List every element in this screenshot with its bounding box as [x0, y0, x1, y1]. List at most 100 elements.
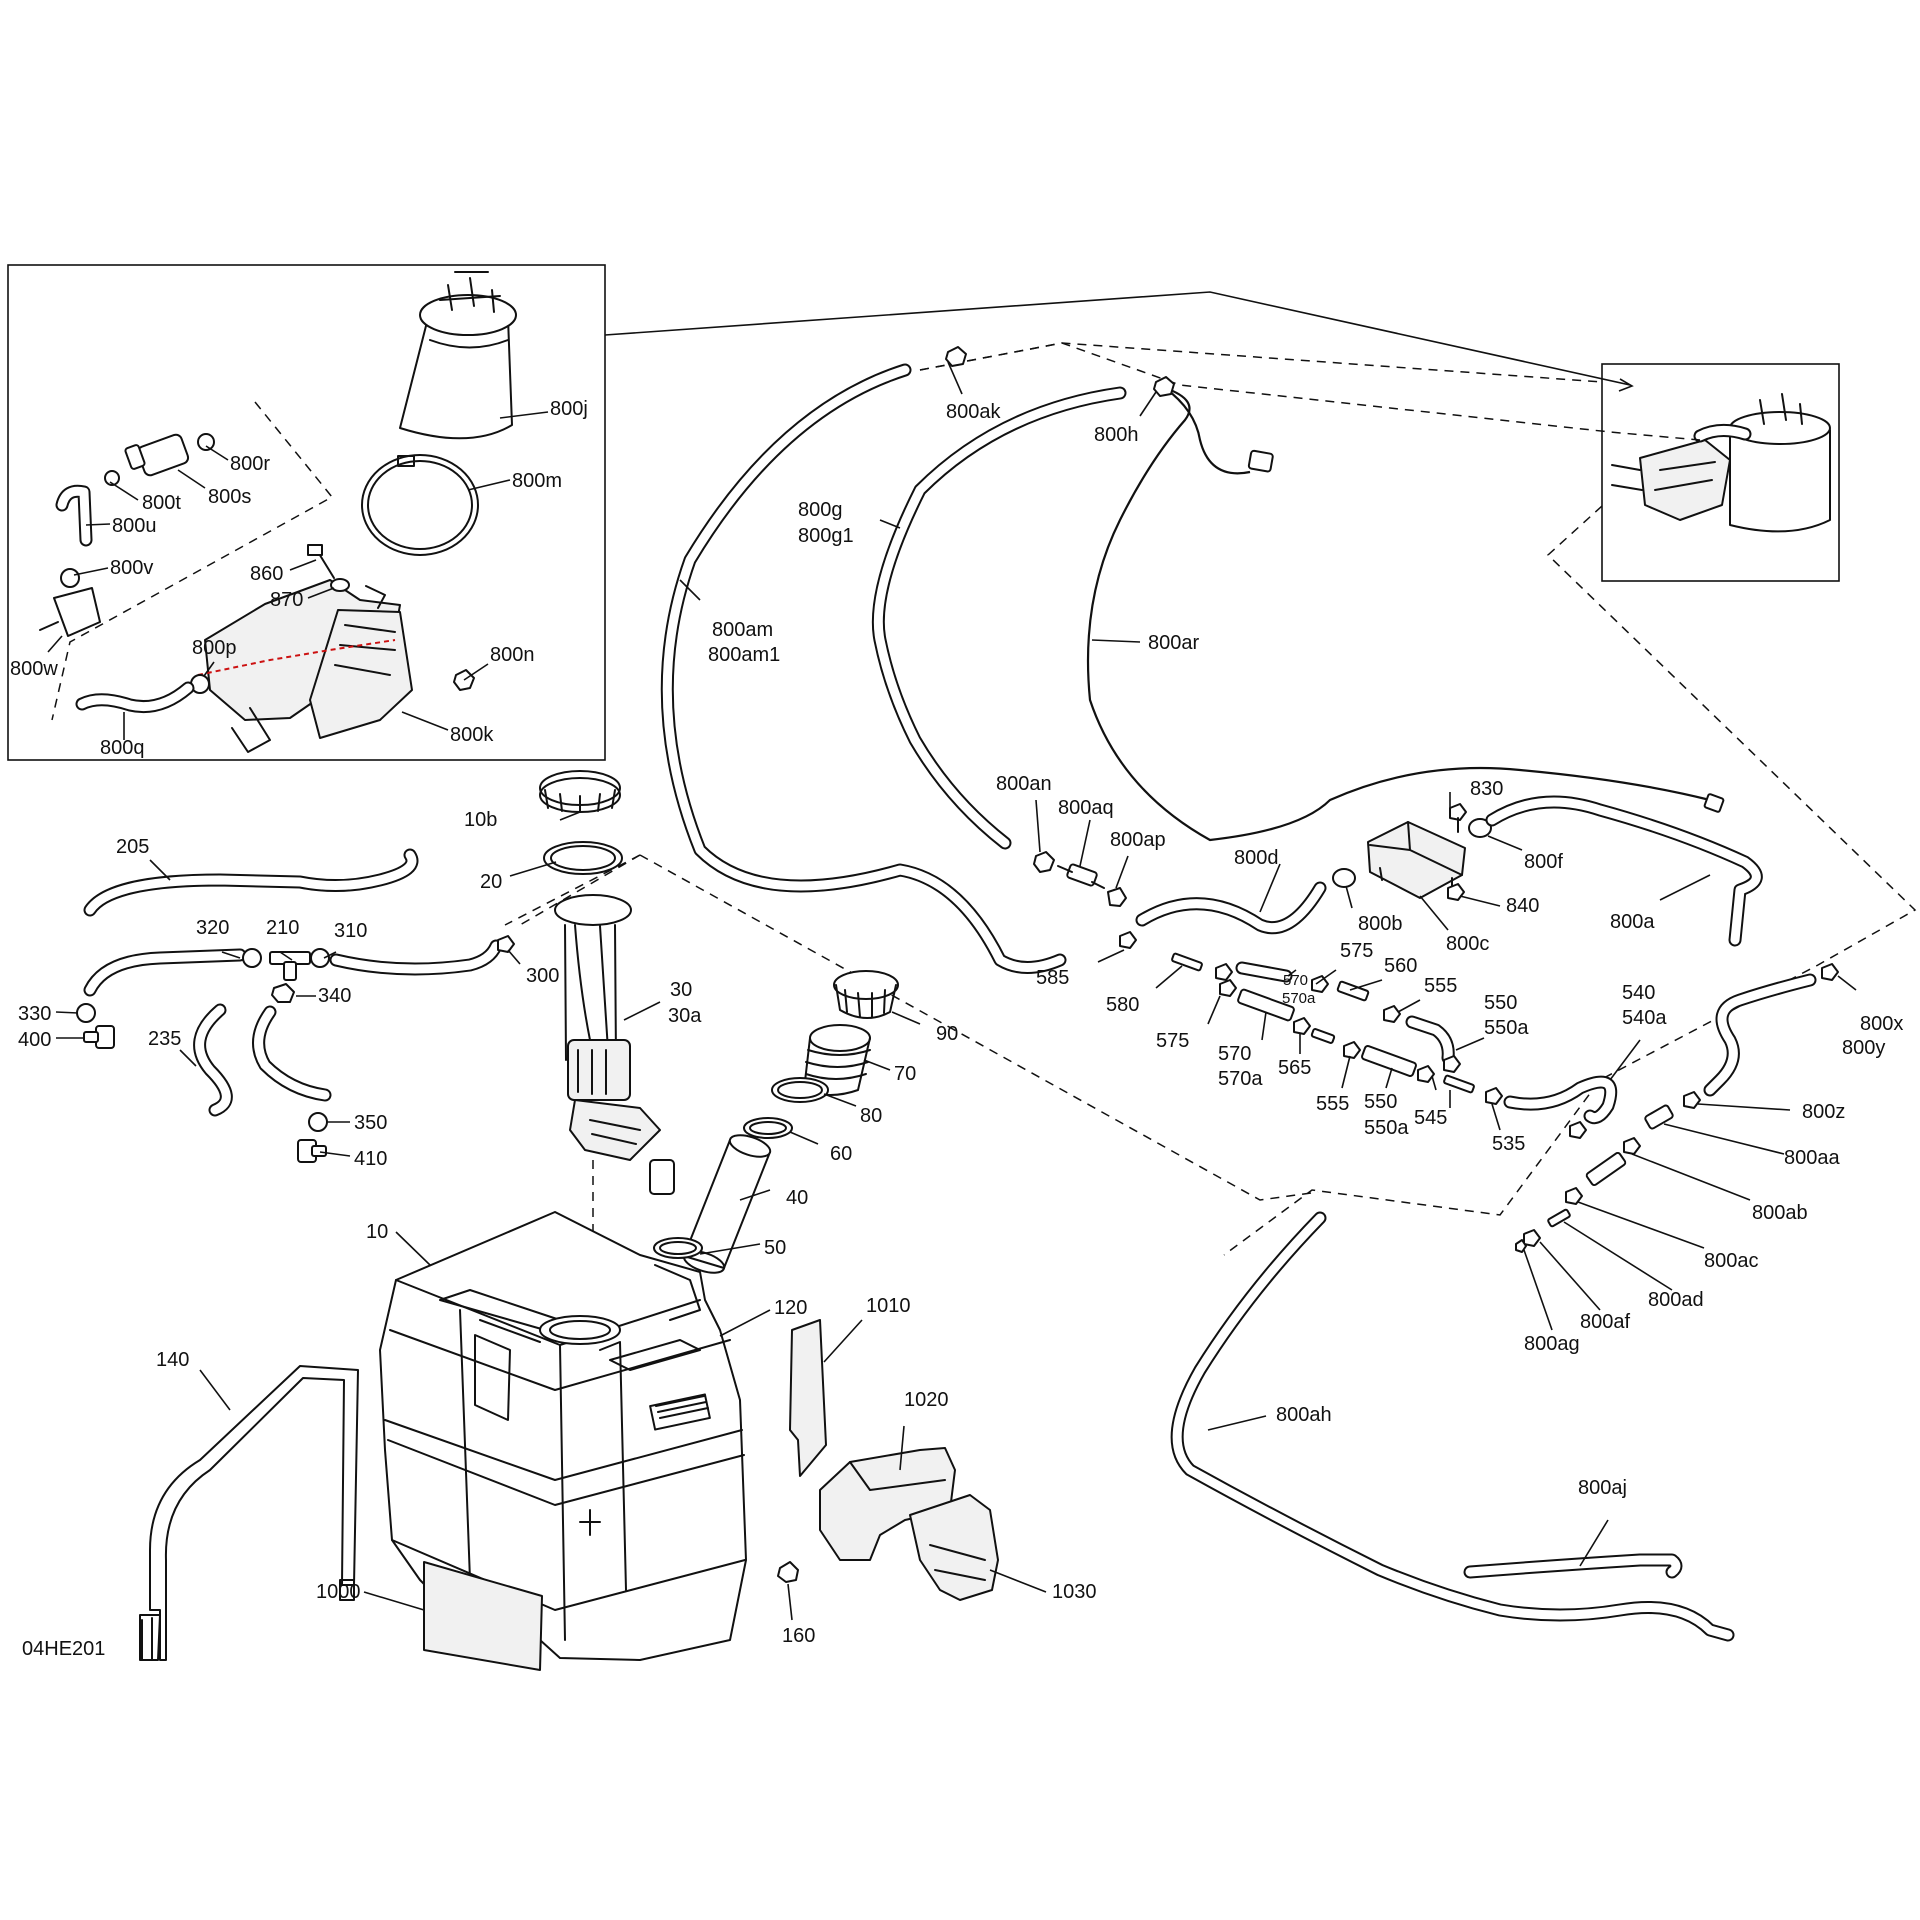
label-800ar: 800ar [1148, 632, 1199, 654]
clamp-800ac [1565, 1187, 1583, 1205]
pump-dashed-region [519, 854, 641, 926]
label-210: 210 [266, 917, 299, 939]
label-800ah: 800ah [1276, 1404, 1332, 1426]
label-800j: 800j [550, 398, 588, 420]
label-800af: 800af [1580, 1311, 1630, 1333]
clamp-800ap [1107, 887, 1127, 907]
label-575-lower: 575 [1156, 1030, 1189, 1052]
label-800aj: 800aj [1578, 1477, 1627, 1499]
filler-hose-40 [682, 1134, 772, 1274]
clamp-550-b [1443, 1055, 1461, 1073]
heat-shield-1010 [789, 1319, 827, 1477]
hose-800g [871, 386, 1127, 850]
label-10b: 10b [464, 809, 497, 831]
label-540a: 540a [1622, 1007, 1667, 1029]
cap-330 [76, 1003, 96, 1023]
clamp-535 [1485, 1087, 1503, 1105]
label-800z: 800z [1802, 1101, 1845, 1123]
label-410: 410 [354, 1148, 387, 1170]
label-800s: 800s [208, 486, 251, 508]
label-565: 565 [1278, 1057, 1311, 1079]
clamp-310 [310, 948, 330, 968]
clamp-800af [1523, 1229, 1541, 1247]
callout-labels: 800j 800m 800r 800s 800t 800u 800v 800w … [10, 398, 1903, 1647]
label-800x: 800x [1860, 1013, 1903, 1035]
label-160: 160 [782, 1625, 815, 1647]
clamp-545-a [1417, 1065, 1435, 1083]
label-340: 340 [318, 985, 351, 1007]
label-545: 545 [1414, 1107, 1447, 1129]
inset-dashed-region [51, 401, 334, 721]
canister-bracket-800c [1367, 821, 1466, 899]
label-800am1: 800am1 [708, 644, 780, 666]
hose-800aj [1463, 1553, 1683, 1579]
hose-235 [193, 1003, 332, 1117]
label-10: 10 [366, 1221, 388, 1243]
label-400: 400 [18, 1029, 51, 1051]
label-800g1: 800g1 [798, 525, 854, 547]
gasket-20 [543, 841, 623, 875]
label-800am: 800am [712, 619, 773, 641]
label-205: 205 [116, 836, 149, 858]
label-70: 70 [894, 1063, 916, 1085]
fuel-tank-10 [379, 1211, 747, 1661]
fitting-560 [1336, 980, 1370, 1002]
label-120: 120 [774, 1297, 807, 1319]
clamp-535-b [1569, 1121, 1587, 1139]
label-40: 40 [786, 1187, 808, 1209]
hose-800a [1485, 795, 1763, 947]
fuel-cap-90 [833, 970, 899, 1019]
label-800d: 800d [1234, 847, 1279, 869]
label-1030: 1030 [1052, 1581, 1097, 1603]
label-570-upper: 570 [1283, 972, 1308, 989]
top-dashed-path-b [919, 342, 1701, 441]
hose-800d [1135, 881, 1327, 935]
wire-harness-800ar [1086, 386, 1725, 842]
label-585: 585 [1036, 967, 1069, 989]
label-800ag: 800ag [1524, 1333, 1580, 1355]
hose-320-line [83, 948, 247, 997]
inset-link-arrow [1618, 378, 1634, 392]
label-350: 350 [354, 1112, 387, 1134]
inset-link-line [604, 291, 1631, 386]
fitting-565b [1310, 1028, 1336, 1044]
label-800m: 800m [512, 470, 562, 492]
label-800ac: 800ac [1704, 1250, 1759, 1272]
label-310: 310 [334, 920, 367, 942]
label-800h: 800h [1094, 424, 1139, 446]
clamp-800f [1468, 818, 1492, 838]
label-830: 830 [1470, 778, 1503, 800]
bolt-830 [1449, 803, 1467, 833]
purge-valve-800s [104, 433, 215, 486]
label-235: 235 [148, 1028, 181, 1050]
clamp-340 [271, 983, 295, 1003]
clamp-585 [1119, 931, 1137, 949]
locking-ring-10b [539, 770, 621, 813]
leader-lines [55, 361, 1857, 1621]
label-550a-lower: 550a [1364, 1117, 1409, 1139]
tube-800ab [1585, 1151, 1627, 1187]
hose-205 [83, 848, 419, 917]
connector-800h [1153, 376, 1175, 397]
nut-840 [1447, 883, 1465, 901]
label-90: 90 [936, 1023, 958, 1045]
fitting-800aq [1057, 863, 1105, 889]
clamp-800v [60, 568, 80, 588]
label-800u: 800u [112, 515, 157, 537]
tee-210 [269, 951, 311, 981]
center-dashed-region [639, 854, 1319, 1201]
label-800b: 800b [1358, 913, 1403, 935]
clamp-800b [1332, 868, 1356, 888]
bracket-800k [197, 579, 413, 753]
label-535: 535 [1492, 1133, 1525, 1155]
connector-800ak [945, 346, 967, 367]
label-800ak: 800ak [946, 401, 1001, 423]
clamp-band-800m [361, 454, 479, 556]
clamp-575-a [1215, 963, 1233, 981]
label-560: 560 [1384, 955, 1417, 977]
fitting-800ad [1547, 1208, 1571, 1228]
label-575-upper: 575 [1340, 940, 1373, 962]
clamp-60 [743, 1117, 793, 1139]
label-1020: 1020 [904, 1389, 949, 1411]
cap-350 [308, 1112, 328, 1132]
